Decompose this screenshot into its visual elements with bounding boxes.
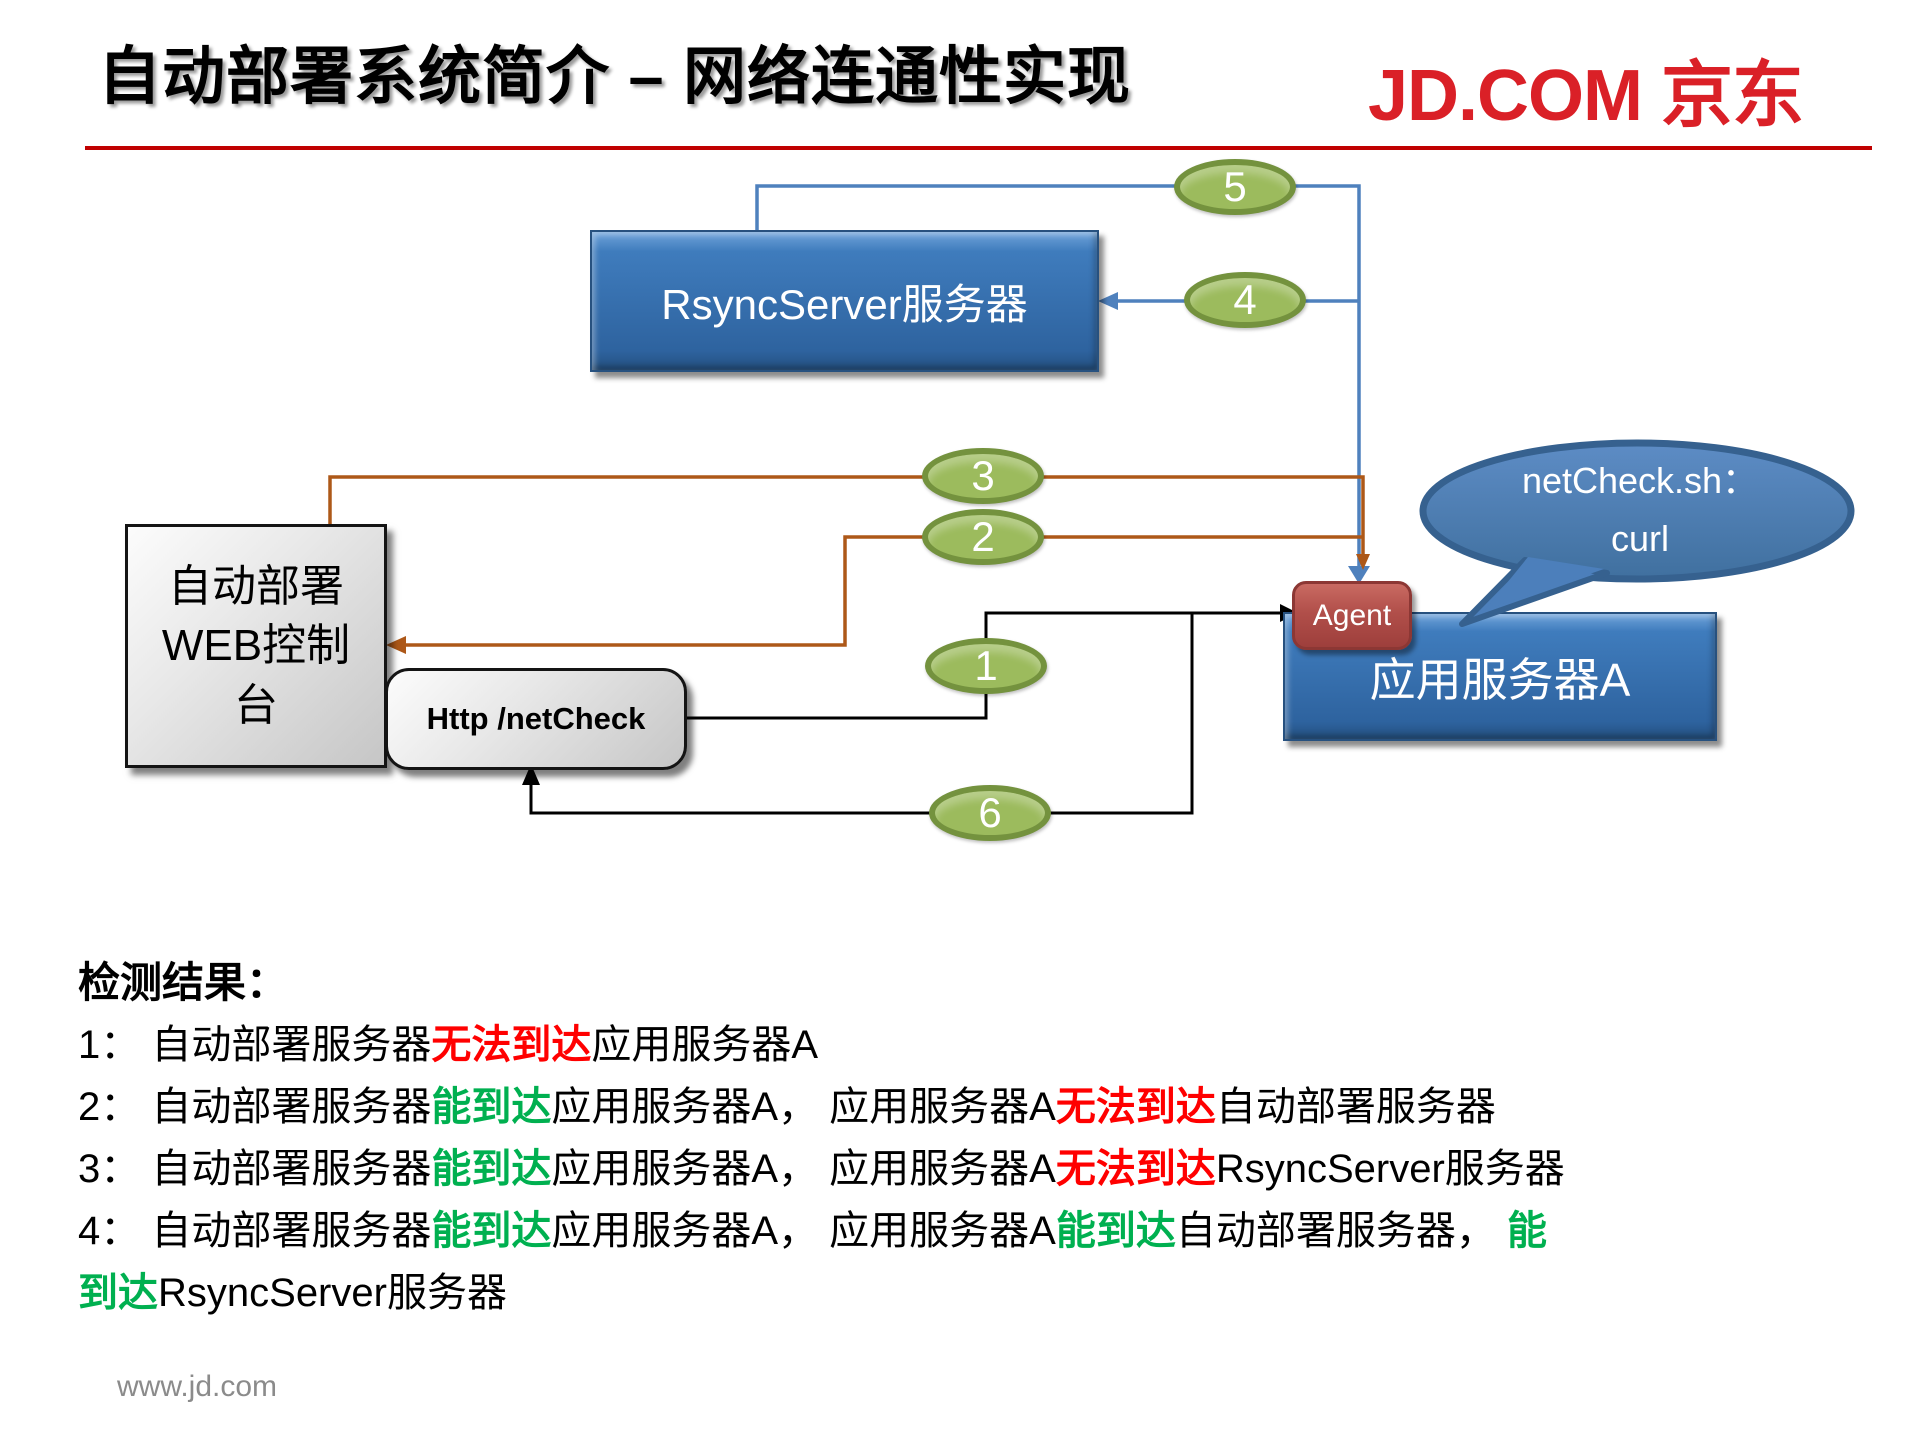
step-badge-2: 2 [922, 509, 1044, 565]
bubble-line1: netCheck.sh： [1521, 460, 1759, 501]
app-server-box: 应用服务器A [1283, 612, 1717, 741]
result-segment: 能到达 [431, 1085, 552, 1129]
agent-box: Agent [1292, 581, 1412, 650]
step-badge-2-label: 2 [971, 513, 995, 560]
app-server-label: 应用服务器A [1369, 653, 1631, 706]
step-badge-5-label: 5 [1223, 163, 1247, 210]
step-badge-6-label: 6 [978, 789, 1002, 836]
step-badge-3: 3 [922, 448, 1044, 504]
result-segment: 1： 自动部署服务器 [78, 1023, 432, 1067]
result-segment: 自动部署服务器 [1215, 1085, 1496, 1129]
result-segment: 能到达 [1055, 1209, 1176, 1253]
result-segment: 能 [1506, 1209, 1547, 1253]
result-segment: 无法到达 [1055, 1085, 1216, 1129]
web-console-label: 自动部署 WEB控制 台 [161, 561, 351, 730]
result-segment: 应用服务器A， 应用服务器A [551, 1085, 1056, 1129]
result-line-1: 1： 自动部署服务器无法到达应用服务器A [78, 1014, 1498, 1076]
result-line-2: 2： 自动部署服务器能到达应用服务器A， 应用服务器A无法到达自动部署服务器 [78, 1076, 1498, 1138]
http-netcheck-label: Http /netCheck [426, 701, 646, 736]
results-heading: 检测结果： [78, 959, 289, 1006]
page-title: 自动部署系统简介 – 网络连通性实现 [98, 42, 1132, 112]
result-segment: 应用服务器A， 应用服务器A [551, 1209, 1056, 1253]
result-segment: RsyncServer服务器 [158, 1271, 507, 1315]
result-segment: 无法到达 [431, 1023, 592, 1067]
step-badge-1-label: 1 [974, 642, 998, 689]
footer-url: www.jd.com [117, 1370, 278, 1403]
http-netcheck-box: Http /netCheck [385, 668, 687, 770]
jd-logo: JD.COM 京东 [1368, 56, 1804, 136]
result-segment: 2： 自动部署服务器 [78, 1085, 432, 1129]
step-badge-4: 4 [1184, 272, 1306, 328]
results-block: 检测结果： 1： 自动部署服务器无法到达应用服务器A 2： 自动部署服务器能到达… [78, 952, 1565, 1324]
title-divider [85, 146, 1872, 150]
step-badge-3-label: 3 [971, 452, 995, 499]
step-badge-5: 5 [1174, 159, 1296, 215]
result-segment: 能到达 [431, 1209, 552, 1253]
result-segment: RsyncServer服务器 [1215, 1147, 1565, 1191]
result-segment: 应用服务器A， 应用服务器A [551, 1147, 1056, 1191]
result-segment: 4： 自动部署服务器 [78, 1209, 432, 1253]
result-segment: 3： 自动部署服务器 [78, 1147, 432, 1191]
result-segment: 到达 [78, 1271, 158, 1315]
result-segment: 无法到达 [1055, 1147, 1216, 1191]
web-console-box: 自动部署 WEB控制 台 [125, 524, 387, 768]
step-badge-6: 6 [929, 785, 1051, 841]
bubble-line2: curl [1610, 518, 1669, 559]
bubble-text: netCheck.sh： curl [1450, 452, 1830, 568]
speech-bubble [1419, 439, 1855, 627]
rsync-server-label: RsyncServer服务器 [661, 280, 1028, 328]
result-segment: 应用服务器A [591, 1023, 819, 1067]
step-badge-1: 1 [925, 638, 1047, 694]
rsync-server-box: RsyncServer服务器 [590, 230, 1099, 372]
result-line-3: 3： 自动部署服务器能到达应用服务器A， 应用服务器A无法到达RsyncServ… [78, 1138, 1565, 1200]
result-segment: 自动部署服务器， [1175, 1209, 1507, 1253]
result-line-5: 到达RsyncServer服务器 [78, 1262, 1498, 1324]
step-badge-4-label: 4 [1233, 276, 1257, 323]
agent-label: Agent [1312, 598, 1392, 632]
result-line-4: 4： 自动部署服务器能到达应用服务器A， 应用服务器A能到达自动部署服务器， 能 [78, 1200, 1547, 1262]
result-segment: 能到达 [431, 1147, 552, 1191]
